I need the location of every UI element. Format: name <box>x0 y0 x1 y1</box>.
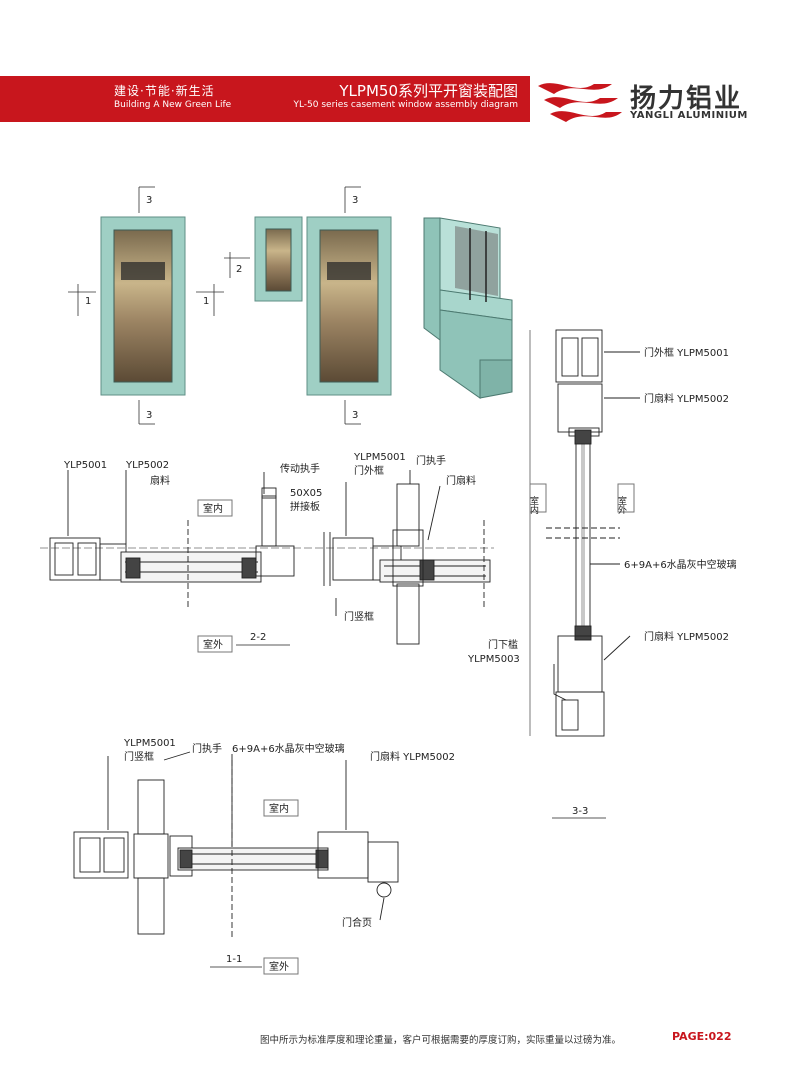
header-band: 建设·节能·新生活 Building A New Green Life YLPM… <box>0 76 530 122</box>
label-outdoor-11: 室外 <box>269 960 289 973</box>
label-indoor-11: 室内 <box>269 802 289 815</box>
section-1-1 <box>73 751 399 940</box>
label-mullion-11: 门竖框 <box>124 750 154 763</box>
brand-logo-icon <box>538 83 622 122</box>
label-handle-11: 门执手 <box>192 742 222 755</box>
profile-3d-render <box>423 217 513 399</box>
label-outer-frame-33: 门外框 YLPM5001 <box>644 346 729 359</box>
label-glass-33: 6+9A+6水晶灰中空玻璃 <box>624 558 737 571</box>
label-sash-top-33: 门扇料 YLPM5002 <box>644 392 729 405</box>
section-3-3-labels: 门外框 YLPM5001 门扇料 YLPM5002 6+9A+6水晶灰中空玻璃 … <box>467 346 737 819</box>
section-2-2 <box>40 470 494 645</box>
elev1-mark-left: 1 <box>85 296 91 307</box>
label-sill-code: YLPM5003 <box>467 654 520 665</box>
footer-note: 图中所示为标准厚度和理论重量，客户可根据需要的厚度订购，实际重量以过磅为准。 <box>260 1035 622 1046</box>
label-sill: 门下槛 <box>488 638 518 651</box>
label-door-mullion: 门竖框 <box>344 610 374 623</box>
label-glass-11: 6+9A+6水晶灰中空玻璃 <box>232 742 345 755</box>
elev2-mark-top: 3 <box>352 195 358 206</box>
brand-name-cn: 扬力铝业 <box>630 84 743 114</box>
label-door-handle: 门执手 <box>416 454 446 467</box>
label-door-outer-frame: 门外框 <box>354 464 384 477</box>
label-ylp5002: YLP5002 <box>125 460 169 471</box>
section-id-11: 1-1 <box>226 954 242 965</box>
label-ylp5001: YLP5001 <box>63 460 107 471</box>
elev2-mark-bottom: 3 <box>352 410 358 421</box>
label-sash-bottom-33: 门扇料 YLPM5002 <box>644 630 729 643</box>
label-sash: 扇料 <box>150 474 170 487</box>
slogan-en: Building A New Green Life <box>114 100 232 110</box>
label-hinge-11: 门合页 <box>342 916 372 929</box>
elevation-single-door: 3 1 3 <box>68 186 186 425</box>
label-indoor-33: 室内 <box>528 495 539 515</box>
brand-name-en: YANGLI ALUMINIUM <box>630 110 748 121</box>
elev2-mark-window: 2 <box>236 264 242 275</box>
label-outdoor-33: 室外 <box>616 495 627 515</box>
label-door-sash: 门扇料 <box>446 474 476 487</box>
elev2-mark-left: 1 <box>203 296 209 307</box>
label-ylpm5001-11: YLPM5001 <box>123 738 176 749</box>
elev1-mark-top: 3 <box>146 195 152 206</box>
label-splice-size: 50X05 <box>290 488 322 499</box>
section-2-2-labels: YLP5001 YLP5002 扇料 传动执手 YLPM5001 门外框 门执手… <box>63 452 476 653</box>
page-title: YLPM50系列平开窗装配图 <box>339 82 518 100</box>
elevation-door-with-window: 3 2 1 3 <box>196 186 392 425</box>
label-splice-plate: 拼接板 <box>290 500 320 513</box>
label-ylpm5001: YLPM5001 <box>353 452 406 463</box>
section-id-22: 2-2 <box>250 632 266 643</box>
section-1-1-labels: YLPM5001 门竖框 门执手 6+9A+6水晶灰中空玻璃 门扇料 YLPM5… <box>123 738 455 975</box>
section-id-33: 3-3 <box>572 806 588 817</box>
section-3-3 <box>529 329 640 737</box>
page-subtitle: YL-50 series casement window assembly di… <box>293 100 518 110</box>
label-outdoor-22: 室外 <box>203 638 223 651</box>
slogan-cn: 建设·节能·新生活 <box>114 84 215 98</box>
elev1-mark-bottom: 3 <box>146 410 152 421</box>
label-sash-11: 门扇料 YLPM5002 <box>370 750 455 763</box>
page-number: PAGE:022 <box>672 1030 732 1043</box>
label-transmission-handle: 传动执手 <box>280 462 320 475</box>
label-indoor-22: 室内 <box>203 502 223 515</box>
